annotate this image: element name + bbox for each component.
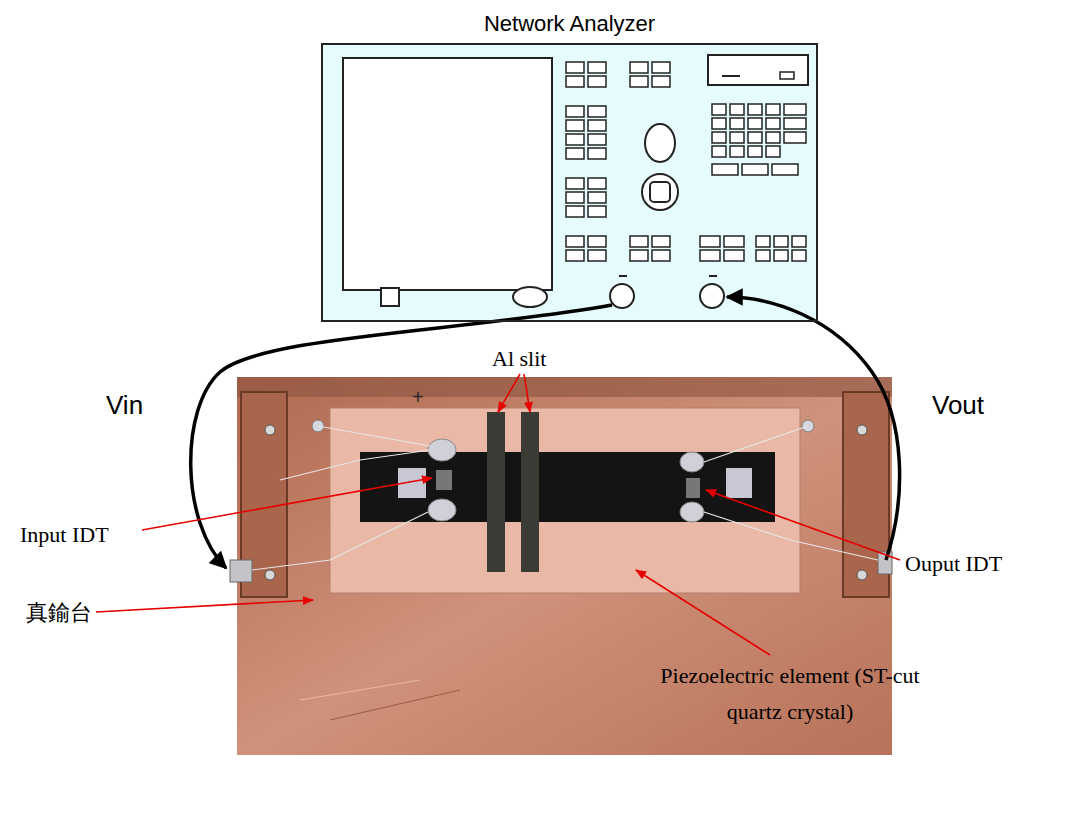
part-label: Piezoelectric element (ST-cut quartz cry… <box>660 658 920 730</box>
al-slit <box>521 412 539 572</box>
quartz-substrate <box>330 408 800 593</box>
absorber-strip <box>360 452 775 522</box>
signal-name: Vin <box>106 390 143 421</box>
cable <box>191 305 612 568</box>
part-label: Input IDT <box>20 522 109 548</box>
leader-lines <box>96 374 900 655</box>
analyzer-face <box>321 43 818 322</box>
analyzer-box: Network Analyzer <box>321 43 818 322</box>
al-slit <box>487 412 505 572</box>
port <box>610 284 634 308</box>
node-heading: Network Analyzer <box>484 11 655 37</box>
polarity-mark: + <box>412 386 424 409</box>
knob <box>642 174 678 210</box>
part-label: 真鍮台 <box>26 598 92 628</box>
signal-name: Vout <box>932 390 984 421</box>
cable <box>727 297 900 560</box>
port <box>700 284 724 308</box>
screen <box>343 58 552 290</box>
part-label: Ouput IDT <box>905 551 1002 577</box>
part-label: Al slit <box>492 346 546 372</box>
knob <box>645 124 675 162</box>
device-photo <box>230 377 892 755</box>
